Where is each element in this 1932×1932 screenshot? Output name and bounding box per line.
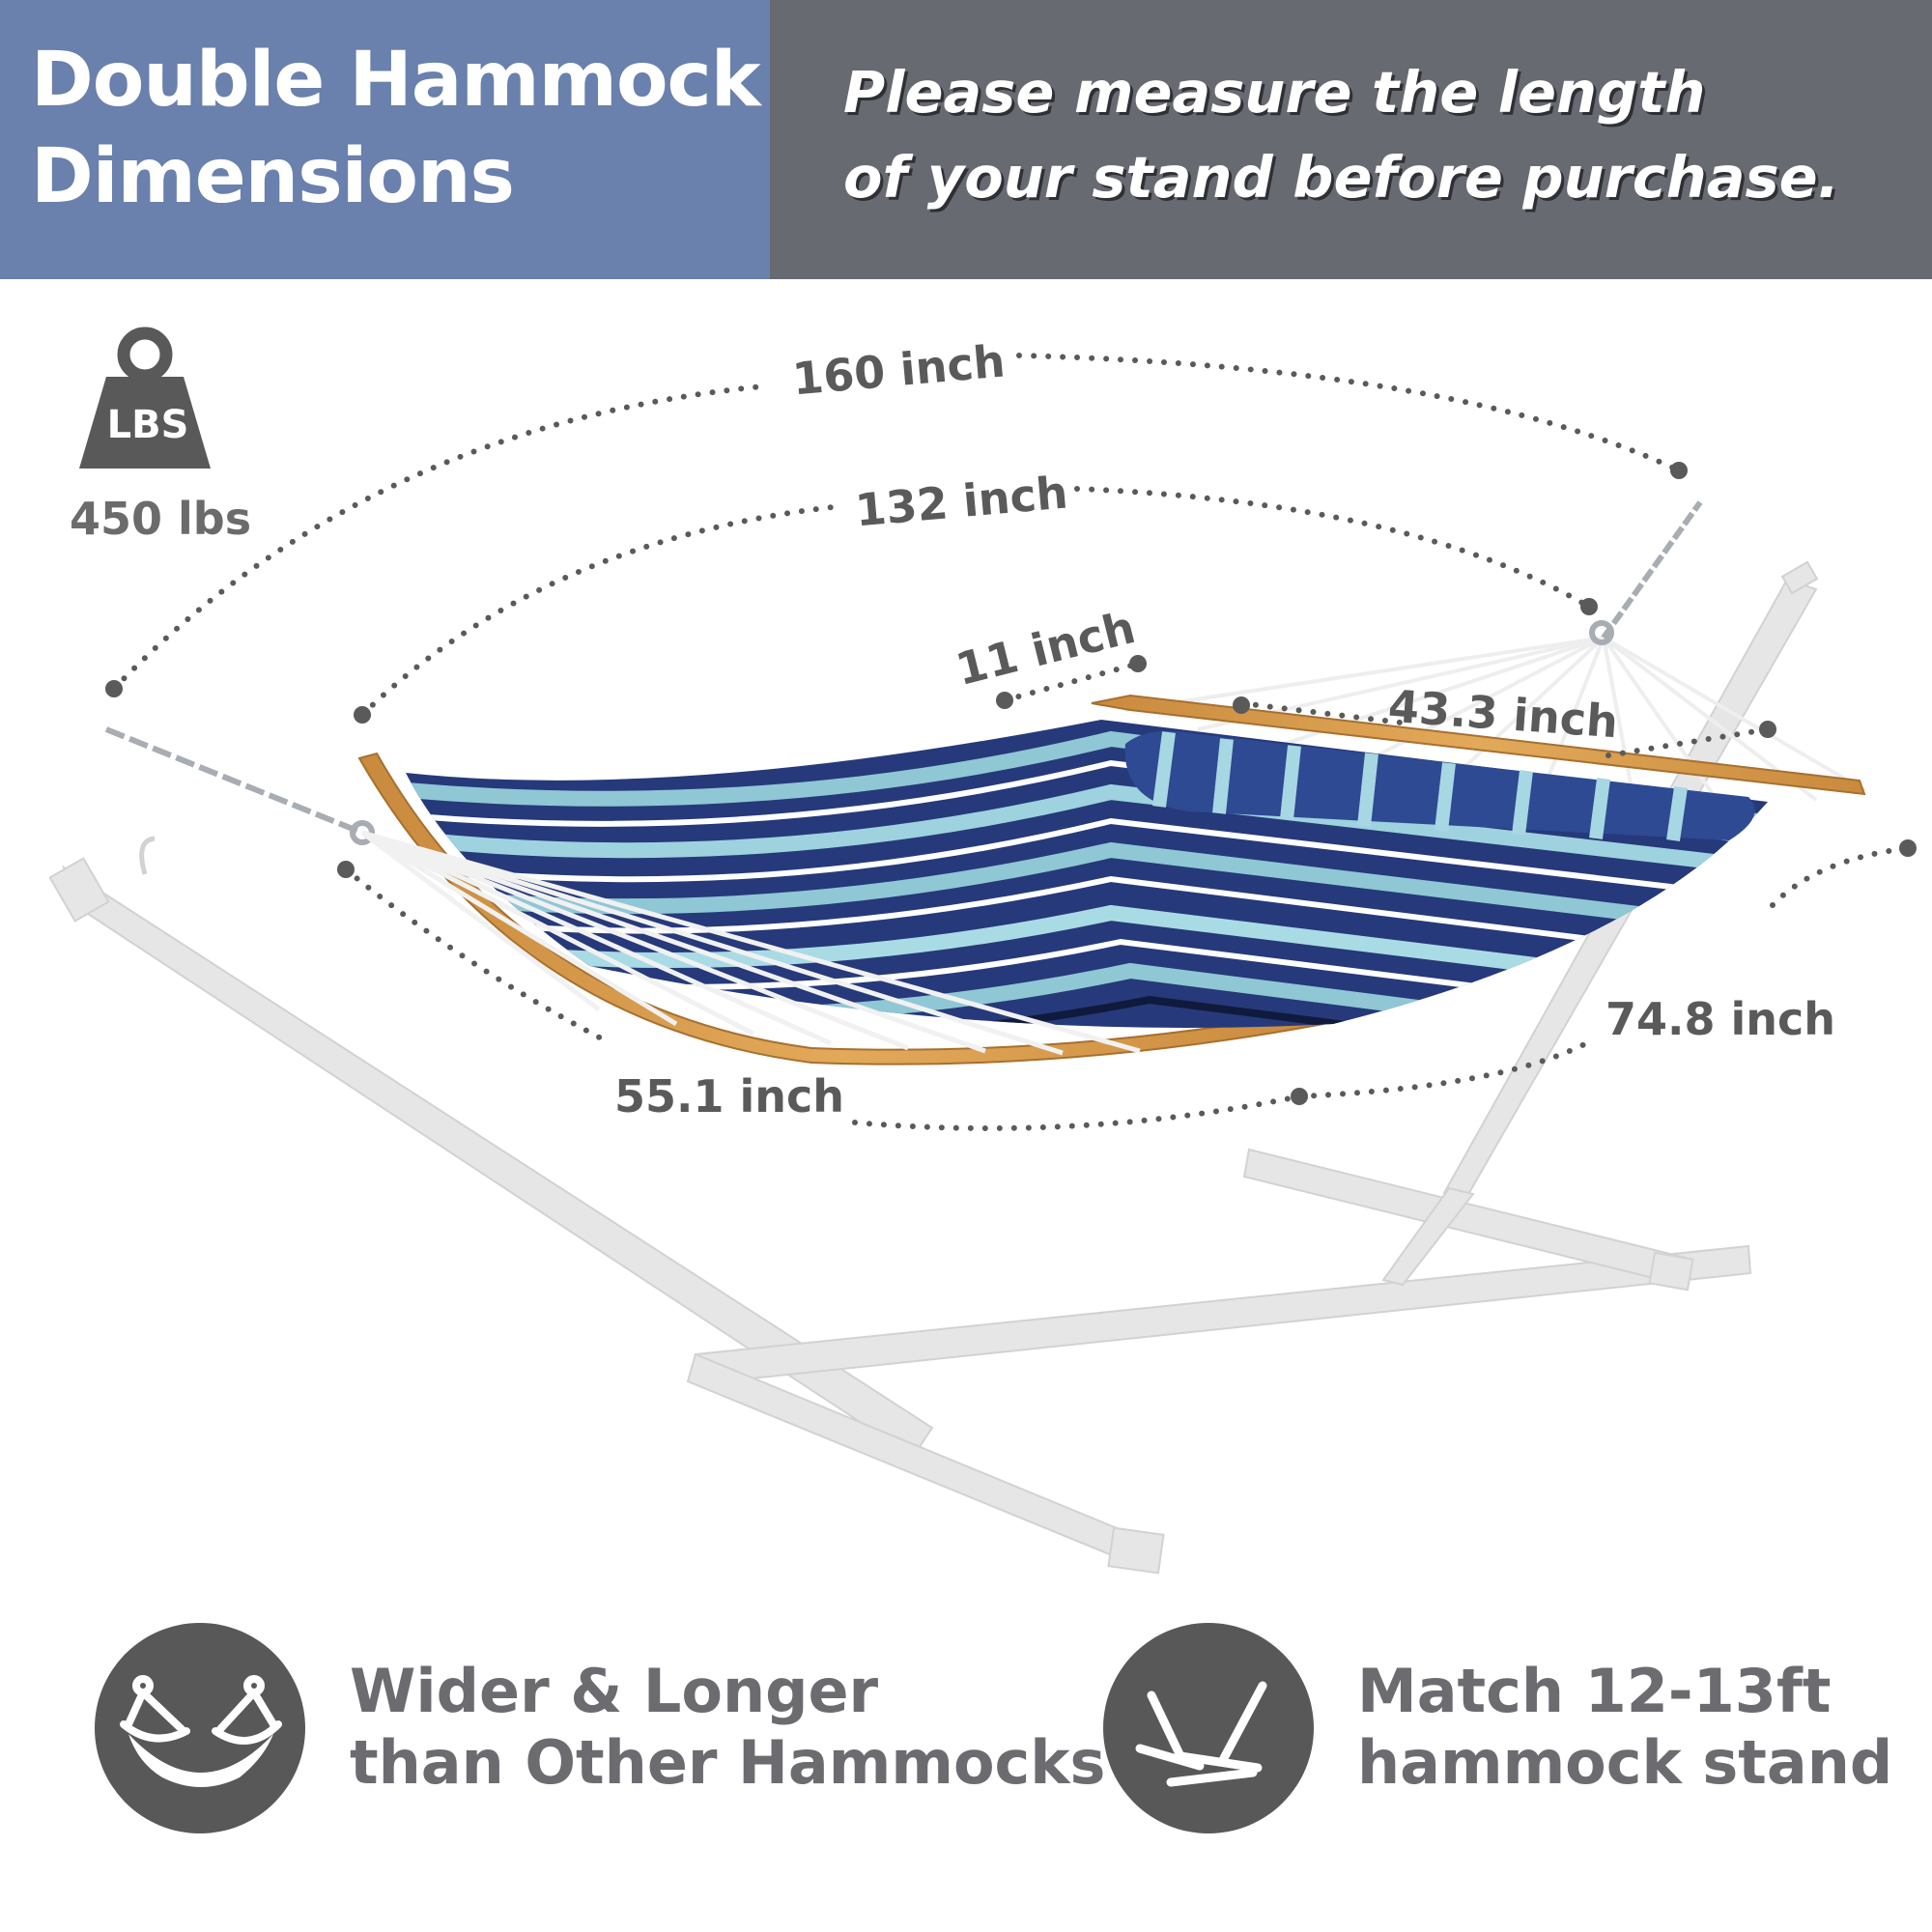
title-panel: Double Hammock Dimensions	[0, 0, 770, 279]
weight-icon-label: LBS	[106, 403, 189, 447]
weight-icon	[79, 327, 211, 469]
feature-2-line-2: hammock stand	[1357, 1727, 1893, 1798]
stand-icon-badge	[1103, 1623, 1314, 1833]
notice-line-2: of your stand before purchase.	[843, 144, 1840, 211]
hammock-icon	[120, 1675, 282, 1787]
feature-1-line-1: Wider & Longer	[350, 1656, 879, 1726]
hammock-pillow	[1124, 730, 1755, 842]
spreader-ropes-left	[360, 830, 1141, 1056]
dimension-lines	[111, 353, 1911, 1131]
notice-panel: Please measure the length of your stand …	[770, 0, 1932, 279]
feature-2-line-1: Match 12-13ft	[1357, 1656, 1832, 1726]
weight-capacity: 450 lbs	[70, 493, 252, 545]
page-title-line-2: Dimensions	[31, 133, 515, 220]
hammock-icon-badge	[95, 1623, 305, 1833]
dimension-endpoints	[105, 462, 1917, 1105]
dimension-label-width-side: 74.8 inch	[1605, 993, 1836, 1045]
hammock-chains	[104, 500, 1703, 845]
feature-1-line-2: than Other Hammocks	[350, 1727, 1106, 1798]
page-title-line-1: Double Hammock	[31, 37, 761, 124]
header-banner: Double Hammock Dimensions Please measure…	[0, 0, 1932, 279]
dimension-label-bed-width: 55.1 inch	[614, 1070, 845, 1122]
stand-icon	[1135, 1681, 1267, 1787]
notice-line-1: Please measure the length	[843, 59, 1706, 126]
spreader-bar-right	[1091, 694, 1866, 796]
